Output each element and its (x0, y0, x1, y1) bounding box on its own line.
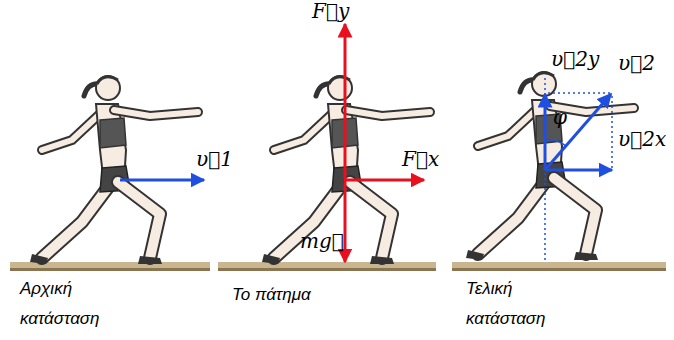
ground (452, 262, 666, 270)
vector-label: υ⃗1 (196, 148, 233, 170)
caption: Το πάτημα (232, 280, 372, 310)
guide-line (611, 96, 613, 168)
ground (218, 268, 436, 271)
angle-label: φ (553, 106, 567, 128)
vector-label: F⃗x (402, 148, 439, 170)
vector-label: υ⃗2x (618, 128, 666, 150)
athlete-figure (30, 76, 198, 264)
angle-arc (545, 140, 566, 146)
velocity-vector (545, 169, 612, 172)
vector-label: mg⃗ (300, 230, 344, 252)
velocity-vector (544, 94, 547, 170)
vector-label: υ⃗2y (551, 48, 599, 70)
force-vector (345, 179, 424, 182)
athlete-figure (466, 72, 634, 260)
ground (218, 262, 436, 270)
velocity-vector (545, 94, 611, 170)
vector-label: υ⃗2 (618, 52, 655, 74)
force-vector (344, 180, 347, 262)
vector-label: F⃗y (312, 0, 349, 22)
ground (452, 268, 666, 271)
guide-line (548, 92, 612, 94)
force-vector (344, 24, 347, 180)
velocity-vector (120, 179, 204, 182)
ground (10, 268, 210, 271)
caption: Αρχική κατάσταση (20, 274, 130, 334)
caption: Τελική κατάσταση (466, 274, 576, 334)
